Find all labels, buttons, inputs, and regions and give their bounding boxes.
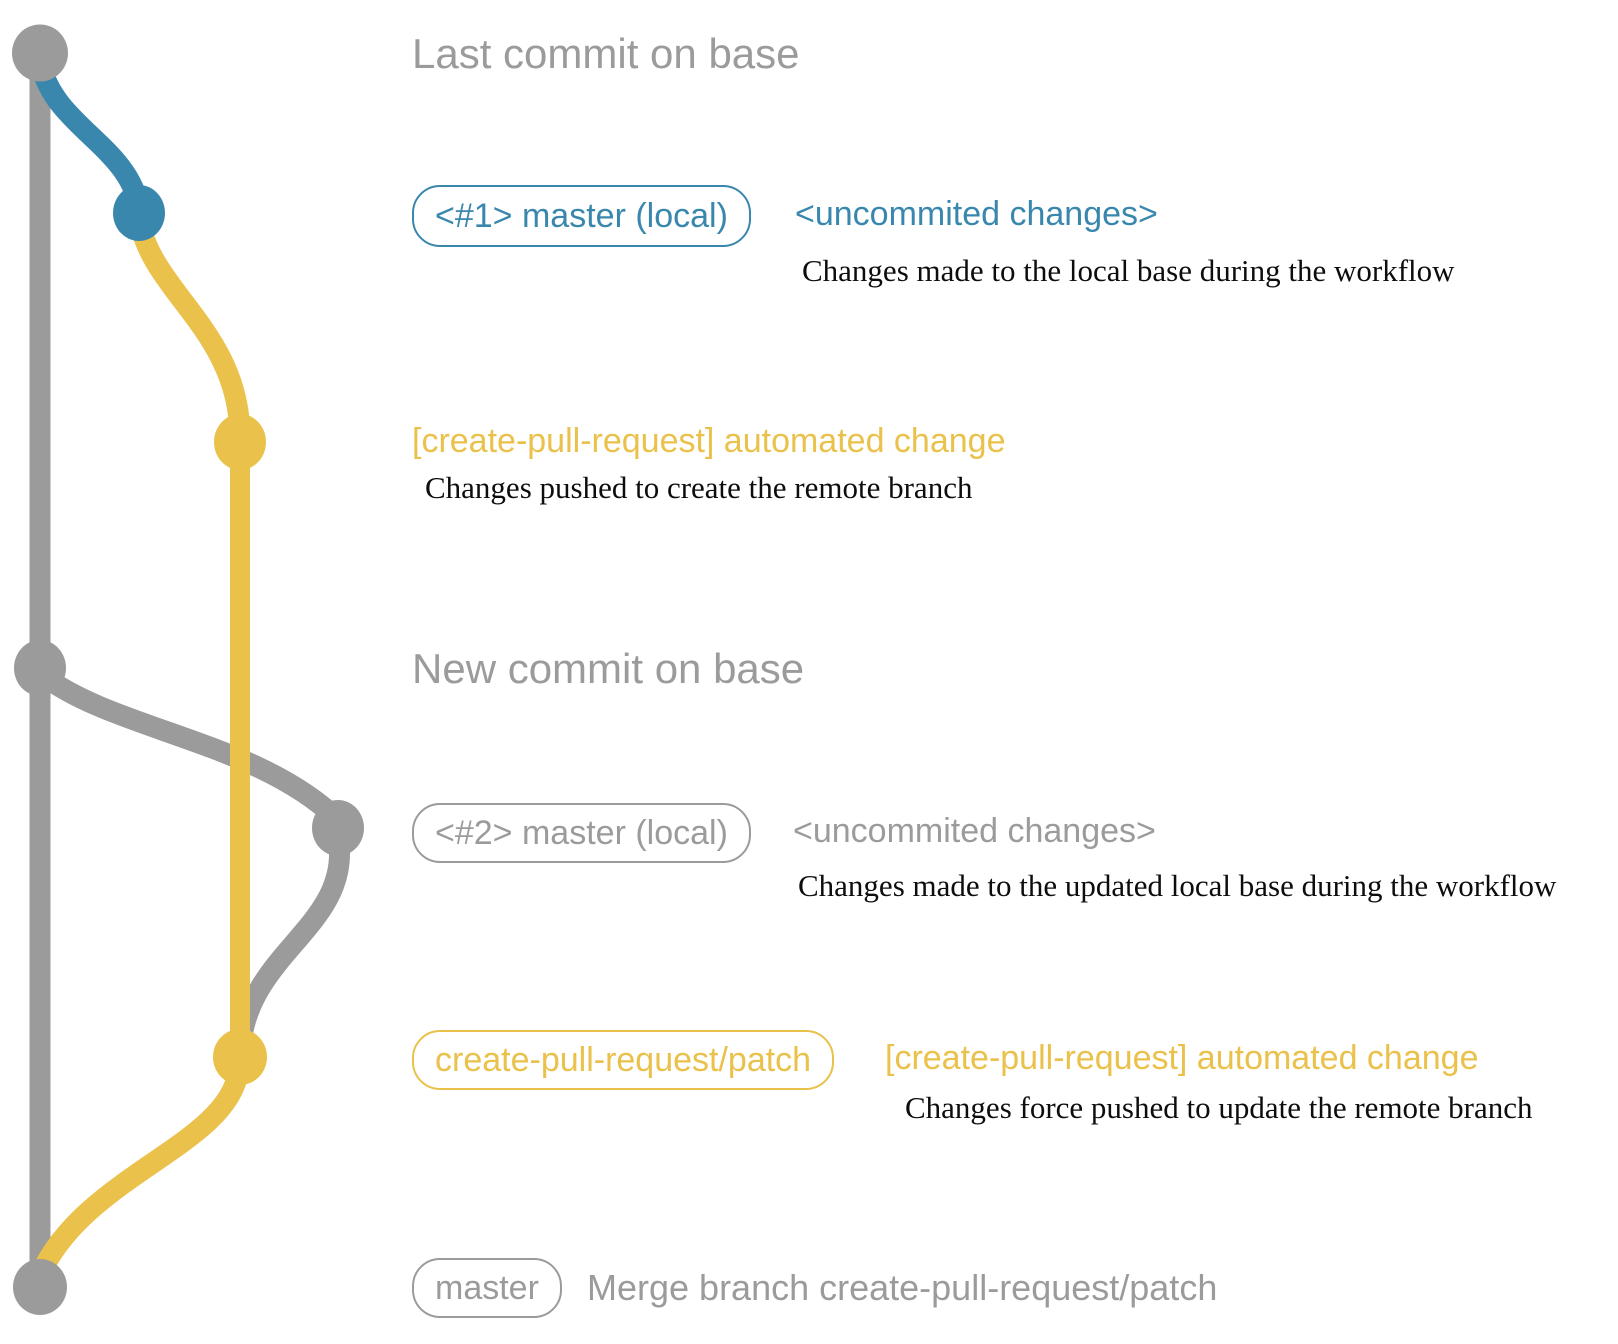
branch-badge-local1: <#1> master (local) [412,185,751,247]
branch-badge-local1-label: <#1> master (local) [435,196,728,235]
commit-dot-local1 [113,185,165,241]
local1-to-patch-curve [128,216,251,439]
description-patch2: Changes force pushed to update the remot… [905,1090,1533,1125]
commit-dot-new-base [14,640,66,696]
branch-badge-master-label: master [435,1268,539,1307]
commit-dot-merge [13,1259,67,1315]
base-to-local2-curve [37,667,346,828]
description-patch1: Changes pushed to create the remote bran… [425,470,973,505]
commit-message-merge: Merge branch create-pull-request/patch [587,1267,1218,1308]
note-new-commit-on-base: New commit on base [412,645,805,692]
description-local1: Changes made to the local base during th… [802,253,1455,288]
base-to-local1-curve [31,64,150,211]
branch-badge-master: master [412,1258,562,1318]
commit-dot-local2 [312,800,364,856]
commit-dot-patch2 [213,1029,267,1085]
branch-badge-local2: <#2> master (local) [412,803,751,863]
commit-dot-last-base [12,24,68,82]
branch-badge-patch: create-pull-request/patch [412,1030,835,1090]
local2-to-patch-curve [230,841,351,1044]
commit-message-patch1: [create-pull-request] automated change [412,422,1006,460]
branch-badge-local2-label: <#2> master (local) [435,813,728,852]
commit-message-local2: <uncommited changes> [793,812,1156,850]
patch-to-merge-curve [31,1070,249,1278]
note-last-commit-on-base: Last commit on base [412,30,800,77]
commit-message-patch2: [create-pull-request] automated change [885,1039,1479,1077]
description-local2: Changes made to the updated local base d… [798,868,1557,903]
commit-dot-patch1 [214,414,266,470]
branch-badge-patch-label: create-pull-request/patch [435,1040,812,1079]
commit-message-local1: <uncommited changes> [795,195,1158,233]
